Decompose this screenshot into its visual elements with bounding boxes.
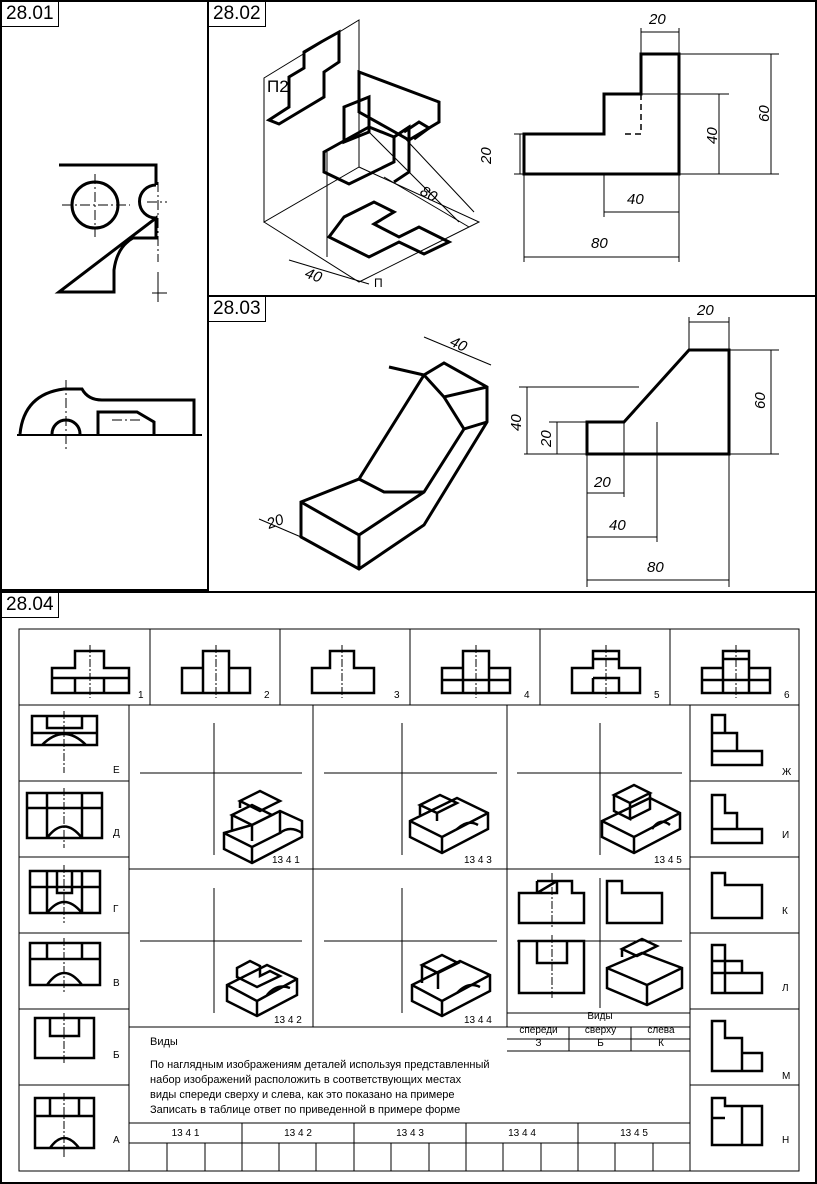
ortho-ramp-outline — [585, 348, 731, 456]
view-number-2: 2 — [264, 690, 270, 701]
dim-20-top: 20 — [648, 11, 666, 28]
answer-header-3: 13 4 3 — [396, 1128, 424, 1139]
view-letter-L: Л — [782, 983, 789, 994]
answer-header-5: 13 4 5 — [620, 1128, 648, 1139]
dim-40-bottom: 40 — [609, 517, 626, 534]
view-letter-M: М — [782, 1071, 791, 1082]
drawing-28-02: 80 40 П2 П 20 — [263, 11, 779, 290]
example-table-title: Виды — [587, 1011, 613, 1022]
iso-back-profile — [265, 29, 341, 126]
part-code-13-4-4: 13 4 4 — [464, 1015, 492, 1026]
part-13-4-4 — [410, 953, 492, 1018]
part-code-13-4-2: 13 4 2 — [274, 1015, 302, 1026]
view-letter-D: Д — [113, 828, 120, 839]
view-number-5: 5 — [654, 690, 660, 701]
dim-40-left: 40 — [508, 414, 525, 431]
dim-20-top: 20 — [696, 302, 714, 319]
dim-20-left: 20 — [538, 430, 555, 448]
instructions-line-1: По наглядным изображениям деталей исполь… — [150, 1059, 490, 1071]
iso-ramp-outline — [299, 361, 489, 571]
view-number-1: 1 — [138, 690, 144, 701]
view-number-4: 4 — [524, 690, 530, 701]
view-number-3: 3 — [394, 690, 400, 701]
view-letter-B: Б — [113, 1050, 120, 1061]
view-letter-A: А — [113, 1135, 120, 1146]
dim-80-bottom: 80 — [647, 559, 664, 576]
dim-iso-20: 20 — [264, 511, 287, 533]
dim-iso-80: 80 — [417, 183, 441, 206]
part-code-13-4-1: 13 4 1 — [272, 855, 300, 866]
view-letter-E: Е — [113, 765, 120, 776]
plane-label: П2 — [267, 77, 289, 96]
example-value-left: К — [658, 1038, 664, 1049]
view-letter-K: К — [782, 906, 788, 917]
plane-label-2: П — [374, 276, 383, 290]
dim-40-right: 40 — [704, 127, 721, 144]
instructions-line-4: Записать в таблице ответ по приведенной … — [150, 1104, 461, 1116]
ortho-view-outline — [522, 52, 681, 176]
instructions-title: Виды — [150, 1036, 178, 1048]
view-letter-I: И — [782, 830, 790, 841]
example-header-front: спереди — [519, 1025, 558, 1036]
dim-iso-40: 40 — [447, 333, 470, 356]
example-header-left: слева — [647, 1025, 675, 1036]
right-column-views — [710, 713, 764, 1147]
part-13-4-3 — [408, 793, 490, 855]
view-letter-G: Г — [113, 904, 119, 915]
dim-20-bottom: 20 — [593, 474, 611, 491]
dim-80-bottom: 80 — [591, 235, 608, 252]
front-view-outline — [54, 163, 158, 294]
panel-tag: 28.02 — [209, 2, 266, 27]
dim-20-left: 20 — [478, 147, 495, 165]
top-row-views — [50, 649, 772, 695]
instructions-line-3: виды спереди сверху и слева, как это пок… — [150, 1089, 455, 1101]
dim-iso-40: 40 — [303, 265, 325, 287]
top-view-outline — [18, 387, 196, 435]
panel-tag: 28.01 — [2, 2, 59, 27]
part-13-4-5 — [600, 783, 682, 855]
dim-60: 60 — [756, 105, 773, 122]
part-13-4-1 — [222, 789, 304, 865]
instructions-line-2: набор изображений расположить в соответс… — [150, 1074, 462, 1086]
panel-tag: 28.03 — [209, 297, 266, 322]
example-header-top: сверху — [584, 1025, 617, 1036]
panel-tag: 28.04 — [2, 593, 59, 618]
view-letter-ZH: Ж — [782, 767, 792, 778]
panel-28-03: 28.03 40 20 — [207, 295, 817, 593]
view-letter-V: В — [113, 978, 120, 989]
drawing-28-01 — [17, 163, 202, 452]
dim-60: 60 — [752, 392, 769, 409]
answer-header-1: 13 4 1 — [171, 1128, 200, 1139]
panel-28-04: 28.04 — [0, 591, 817, 1184]
dim-40-bottom: 40 — [627, 191, 644, 208]
part-code-13-4-5: 13 4 5 — [654, 855, 682, 866]
iso-parts — [222, 783, 684, 1018]
part-code-13-4-3: 13 4 3 — [464, 855, 492, 866]
view-number-6: 6 — [784, 690, 790, 701]
part-13-4-2 — [225, 959, 299, 1018]
panel-28-02: 28.02 80 40 П2 П — [207, 0, 817, 297]
answer-header-2: 13 4 2 — [284, 1128, 312, 1139]
example-value-top: Б — [597, 1038, 604, 1049]
drawing-28-03: 40 20 20 60 40 20 — [258, 302, 779, 587]
example-value-front: З — [535, 1038, 542, 1049]
panel-28-01: 28.01 — [0, 0, 209, 591]
view-letter-N: Н — [782, 1135, 790, 1146]
drawing-28-04 — [18, 628, 800, 1172]
answer-header-4: 13 4 4 — [508, 1128, 536, 1139]
